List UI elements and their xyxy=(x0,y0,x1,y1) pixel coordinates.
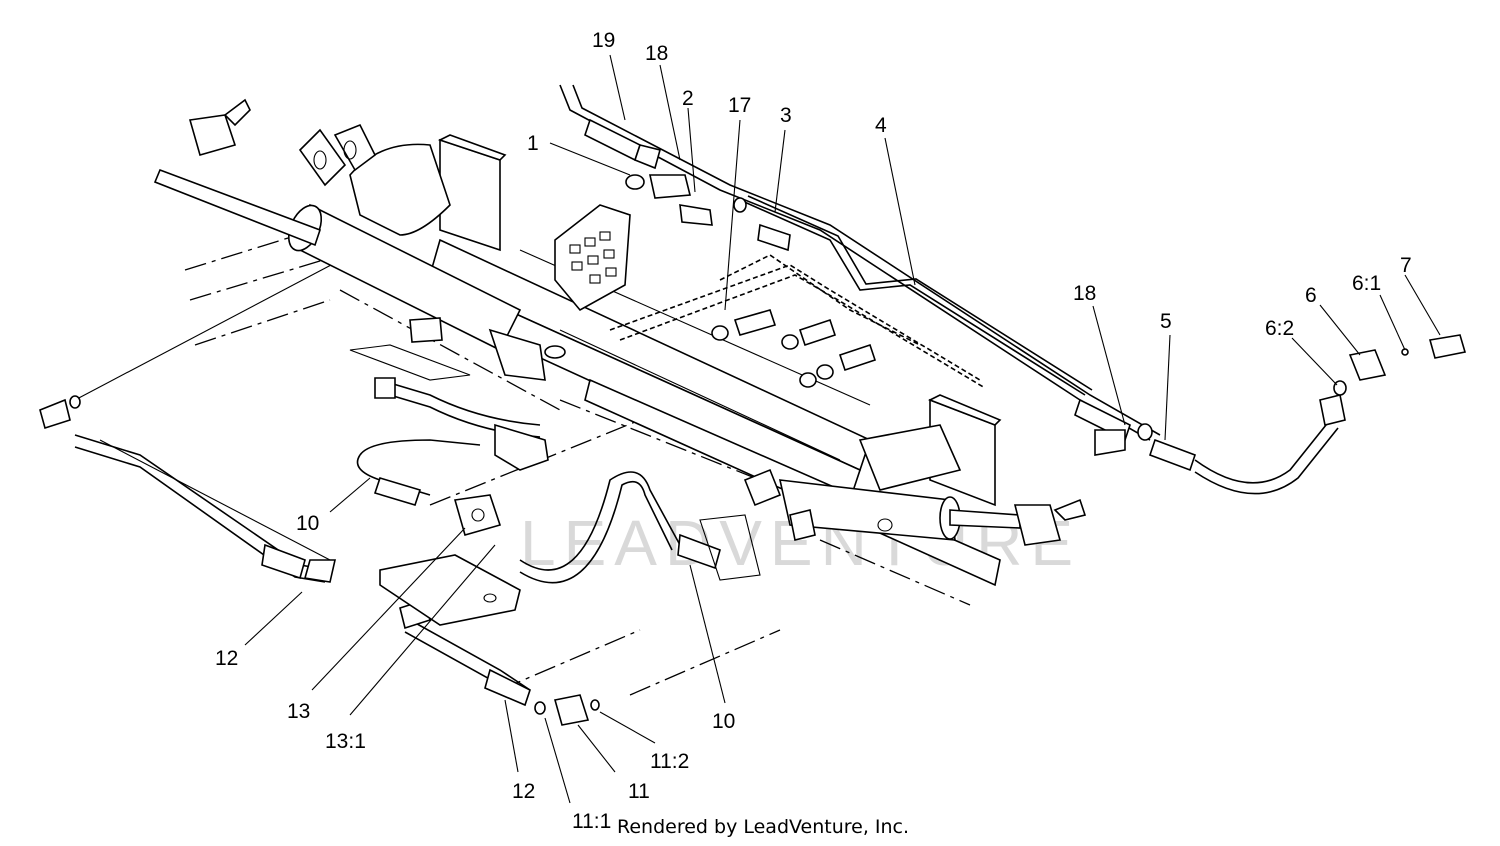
callout-5: 5 xyxy=(1160,310,1172,333)
callout-17: 17 xyxy=(728,94,751,117)
callout-11-1: 11:1 xyxy=(572,810,611,833)
hoses-lower xyxy=(39,317,761,726)
left-cylinder xyxy=(153,98,566,381)
callout-6-1: 6:1 xyxy=(1352,272,1381,295)
callout-12b: 12 xyxy=(512,780,535,803)
hoses-upper xyxy=(559,84,1161,441)
callout-4: 4 xyxy=(875,114,887,137)
callout-18a: 18 xyxy=(645,42,668,65)
callout-labels: 19 18 2 17 3 1 4 18 5 6 6:1 7 6:2 10 12 … xyxy=(215,29,1412,833)
leader-lines xyxy=(244,54,1441,804)
callout-2: 2 xyxy=(682,87,694,110)
callout-11-2: 11:2 xyxy=(650,750,689,773)
callout-3: 3 xyxy=(780,104,792,127)
plate-holes xyxy=(569,231,617,284)
callout-1: 1 xyxy=(527,132,539,155)
right-cylinder xyxy=(743,424,1087,546)
callout-18b: 18 xyxy=(1073,282,1096,305)
callout-7: 7 xyxy=(1400,254,1412,277)
callout-13: 13 xyxy=(287,700,310,723)
callout-10a: 10 xyxy=(296,512,319,535)
callout-19: 19 xyxy=(592,29,615,52)
callout-12a: 12 xyxy=(215,647,238,670)
callout-11: 11 xyxy=(628,780,650,803)
right-fittings xyxy=(1074,334,1467,495)
callout-6-2: 6:2 xyxy=(1265,317,1294,340)
callout-10b: 10 xyxy=(712,710,735,733)
callout-13-1: 13:1 xyxy=(325,730,366,753)
callout-6: 6 xyxy=(1305,284,1317,307)
footer-credit: Rendered by LeadVenture, Inc. xyxy=(617,816,909,838)
